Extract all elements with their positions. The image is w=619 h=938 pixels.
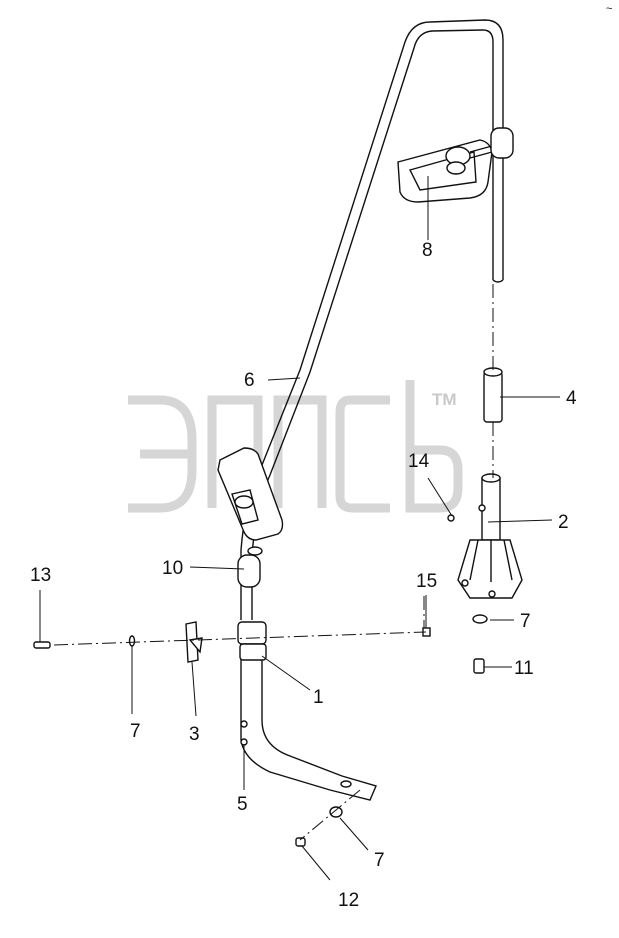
callout-7-right: 7 — [520, 611, 531, 632]
washer-7-left — [128, 635, 136, 647]
lower-mirror — [217, 447, 284, 588]
base-bracket — [457, 473, 523, 599]
upper-mirror — [397, 127, 514, 203]
callout-10: 10 — [162, 558, 183, 579]
leader-lines — [39, 176, 560, 881]
sleeve — [483, 367, 503, 423]
corner-mark: ~ — [606, 3, 612, 15]
callout-7-bottom: 7 — [374, 850, 385, 871]
callout-5: 5 — [237, 794, 248, 815]
callout-13: 13 — [30, 565, 51, 586]
washer-7-right — [472, 614, 488, 624]
callout-2: 2 — [558, 512, 569, 533]
watermark-logo: TM — [128, 380, 463, 513]
callouts: 1 2 3 4 5 6 7 7 7 8 10 11 12 13 14 15 — [30, 240, 577, 911]
callout-1: 1 — [313, 687, 324, 708]
callout-12: 12 — [338, 890, 359, 911]
trademark-symbol: TM — [432, 390, 457, 409]
clamp — [237, 621, 267, 661]
washer-7-bottom — [329, 806, 343, 818]
axis-lines — [53, 284, 494, 841]
bolt-13 — [33, 641, 51, 649]
callout-6: 6 — [244, 370, 255, 391]
callout-4: 4 — [566, 388, 577, 409]
callout-3: 3 — [189, 724, 200, 745]
callout-14: 14 — [408, 451, 430, 472]
callout-11: 11 — [514, 658, 534, 679]
callout-15: 15 — [416, 571, 437, 592]
callout-7-left: 7 — [130, 721, 141, 742]
screw-14 — [447, 514, 455, 522]
small-parts — [33, 514, 488, 847]
bolt-12 — [295, 837, 306, 847]
callout-8: 8 — [422, 240, 433, 261]
bolt-11 — [473, 658, 485, 674]
